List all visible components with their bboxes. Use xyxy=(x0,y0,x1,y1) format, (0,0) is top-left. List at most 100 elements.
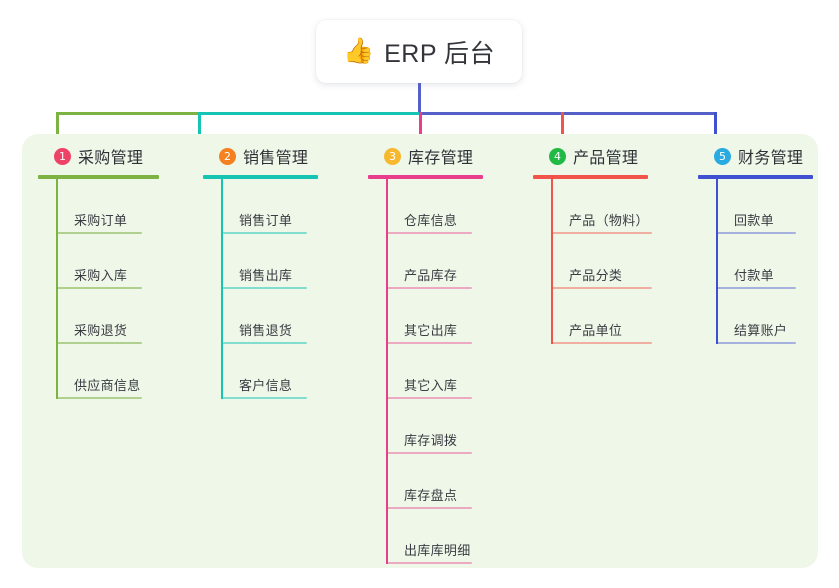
leaf-item-rule xyxy=(56,342,142,344)
leaf-item[interactable]: 客户信息 xyxy=(221,344,327,399)
branch-title: 财务管理 xyxy=(738,150,804,167)
branch-badge-icon: 5 xyxy=(714,147,731,165)
connector-bar-blue xyxy=(419,112,716,115)
branch-spine xyxy=(221,179,223,399)
leaf-item[interactable]: 产品（物料） xyxy=(551,179,672,234)
branch-spine xyxy=(551,179,553,344)
leaf-item-rule xyxy=(386,562,472,564)
leaf-item-rule xyxy=(56,232,142,234)
leaf-item[interactable]: 付款单 xyxy=(716,234,816,289)
leaf-item-rule xyxy=(386,397,472,399)
leaf-item-rule xyxy=(386,287,472,289)
branch-badge-icon: 1 xyxy=(54,147,71,165)
leaf-item-rule xyxy=(386,232,472,234)
leaf-item-rule xyxy=(716,232,796,234)
leaf-item-rule xyxy=(551,232,652,234)
branch-spine xyxy=(386,179,388,564)
leaf-item[interactable]: 产品单位 xyxy=(551,289,672,344)
leaf-item-rule xyxy=(716,287,796,289)
branch-panel xyxy=(22,134,818,568)
leaf-item[interactable]: 出库库明细 xyxy=(386,509,492,564)
leaf-item-label: 仓库信息 xyxy=(404,213,458,228)
leaf-item-label: 产品分类 xyxy=(569,268,623,283)
leaf-item-label: 客户信息 xyxy=(239,378,293,393)
leaf-item[interactable]: 采购入库 xyxy=(56,234,162,289)
branch-spine xyxy=(716,179,718,344)
leaf-item-rule xyxy=(221,287,307,289)
thumbs-up-icon: 👍 xyxy=(342,37,375,65)
leaf-item-rule xyxy=(56,287,142,289)
leaf-item-label: 出库库明细 xyxy=(404,543,471,558)
leaf-item-label: 库存调拨 xyxy=(404,433,458,448)
leaf-item-rule xyxy=(56,397,142,399)
branch-header-5[interactable]: 5 财务管理 xyxy=(698,144,803,168)
connector-bar-teal xyxy=(198,112,419,115)
leaf-item-label: 产品（物料） xyxy=(569,213,649,228)
connector-drop-1 xyxy=(56,112,59,142)
leaf-item-label: 供应商信息 xyxy=(74,378,141,393)
leaf-item[interactable]: 库存调拨 xyxy=(386,399,492,454)
leaf-item-label: 采购订单 xyxy=(74,213,128,228)
leaf-item[interactable]: 仓库信息 xyxy=(386,179,492,234)
leaf-item[interactable]: 其它出库 xyxy=(386,289,492,344)
leaf-item-label: 付款单 xyxy=(734,268,774,283)
leaf-item[interactable]: 产品分类 xyxy=(551,234,672,289)
leaf-item[interactable]: 回款单 xyxy=(716,179,816,234)
leaf-item-rule xyxy=(716,342,796,344)
leaf-item[interactable]: 销售订单 xyxy=(221,179,327,234)
leaf-item-rule xyxy=(386,507,472,509)
branch-header-rule xyxy=(203,175,318,179)
branch-column-3: 3 库存管理仓库信息产品库存其它出库其它入库库存调拨库存盘点出库库明细 xyxy=(368,144,483,564)
leaf-item-rule xyxy=(221,397,307,399)
leaf-item-rule xyxy=(551,287,652,289)
leaf-item-rule xyxy=(221,342,307,344)
leaf-item-rule xyxy=(386,452,472,454)
branch-badge-icon: 4 xyxy=(549,147,566,165)
connector-drop-2 xyxy=(198,112,201,142)
leaf-item-label: 其它出库 xyxy=(404,323,458,338)
leaf-item[interactable]: 库存盘点 xyxy=(386,454,492,509)
branch-column-5: 5 财务管理回款单付款单结算账户 xyxy=(698,144,813,344)
leaf-item-label: 销售出库 xyxy=(239,268,293,283)
leaf-item[interactable]: 供应商信息 xyxy=(56,344,162,399)
leaf-item[interactable]: 产品库存 xyxy=(386,234,492,289)
connector-drop-4 xyxy=(561,112,564,142)
branch-title: 采购管理 xyxy=(78,150,144,167)
branch-header-1[interactable]: 1 采购管理 xyxy=(38,144,143,168)
connector-trunk xyxy=(418,83,421,114)
leaf-item-label: 产品库存 xyxy=(404,268,458,283)
leaf-item-label: 库存盘点 xyxy=(404,488,458,503)
branch-title: 库存管理 xyxy=(408,150,474,167)
branch-header-rule xyxy=(698,175,813,179)
leaf-item[interactable]: 其它入库 xyxy=(386,344,492,399)
leaf-item[interactable]: 结算账户 xyxy=(716,289,816,344)
branch-title: 产品管理 xyxy=(573,150,639,167)
leaf-item-label: 回款单 xyxy=(734,213,774,228)
branch-badge-icon: 3 xyxy=(384,147,401,165)
root-title: ERP 后台 xyxy=(384,39,496,68)
leaf-item-label: 采购退货 xyxy=(74,323,128,338)
leaf-item-label: 采购入库 xyxy=(74,268,128,283)
leaf-item[interactable]: 采购订单 xyxy=(56,179,162,234)
branch-column-1: 1 采购管理采购订单采购入库采购退货供应商信息 xyxy=(38,144,159,399)
leaf-item-label: 销售订单 xyxy=(239,213,293,228)
root-node[interactable]: 👍 ERP 后台 xyxy=(316,20,522,83)
branch-spine xyxy=(56,179,58,399)
branch-column-4: 4 产品管理产品（物料） 产品分类产品单位 xyxy=(533,144,652,344)
leaf-item-label: 其它入库 xyxy=(404,378,458,393)
connector-drop-3 xyxy=(419,112,422,142)
branch-header-rule xyxy=(533,175,648,179)
connector-bar-green xyxy=(56,112,198,115)
leaf-item-label: 产品单位 xyxy=(569,323,623,338)
branch-header-rule xyxy=(368,175,483,179)
leaf-item[interactable]: 采购退货 xyxy=(56,289,162,344)
leaf-item[interactable]: 销售出库 xyxy=(221,234,327,289)
connector-drop-5 xyxy=(714,112,717,142)
branch-header-4[interactable]: 4 产品管理 xyxy=(533,144,638,168)
branch-header-3[interactable]: 3 库存管理 xyxy=(368,144,473,168)
leaf-item[interactable]: 销售退货 xyxy=(221,289,327,344)
leaf-item-rule xyxy=(221,232,307,234)
leaf-item-rule xyxy=(551,342,652,344)
